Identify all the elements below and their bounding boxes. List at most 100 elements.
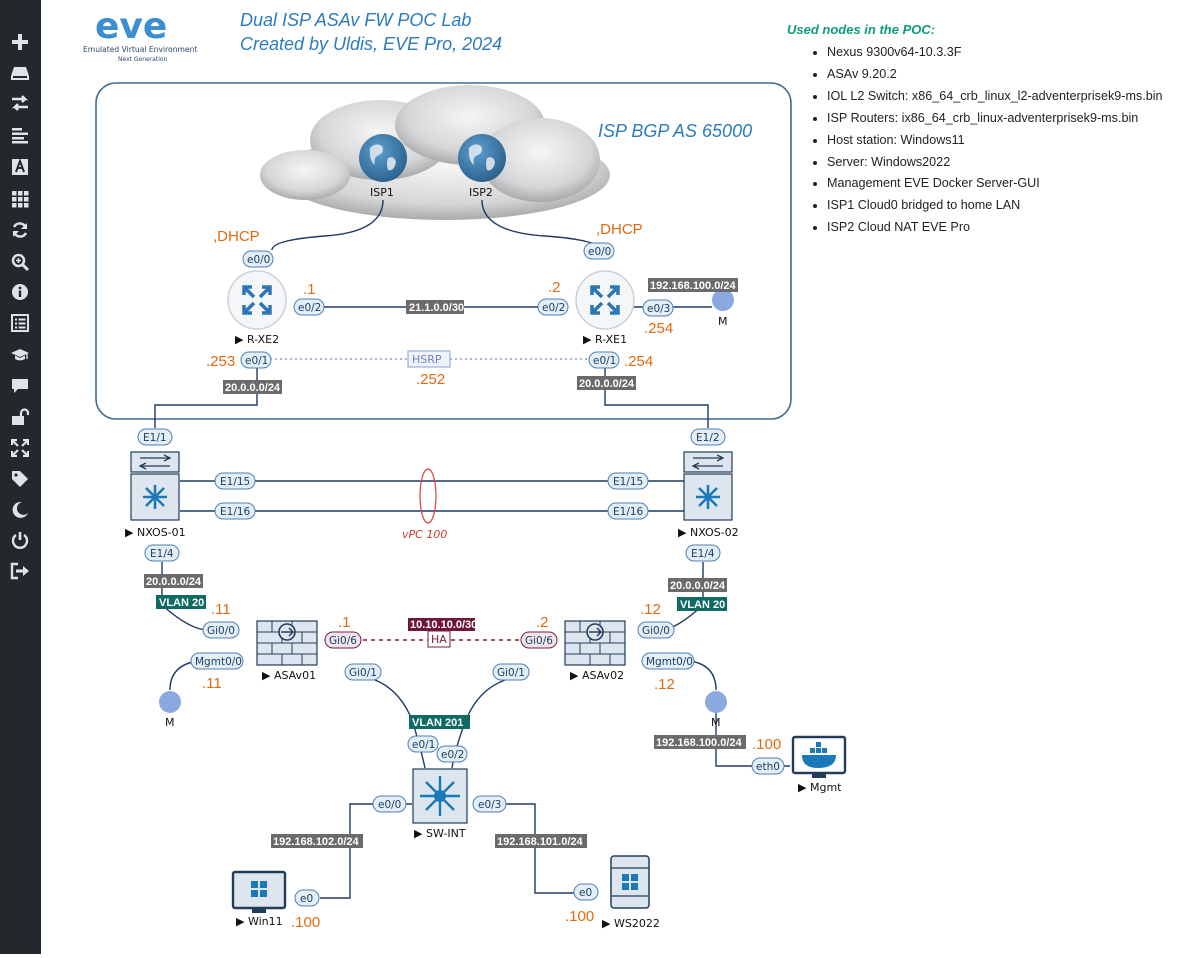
m-label: M — [718, 315, 728, 328]
svg-text:e0/0: e0/0 — [247, 254, 270, 266]
port-pill[interactable]: E1/16 — [214, 502, 256, 520]
port-pill[interactable]: e0/3 — [472, 795, 507, 813]
ha-tag[interactable]: HA — [427, 630, 451, 648]
port-pill[interactable]: e0/2 — [537, 298, 569, 316]
nxos-01-node[interactable]: ▶ NXOS-01 — [125, 451, 186, 539]
m-node-asav01[interactable]: M — [159, 691, 181, 729]
r-xe1-label: ▶ R-XE1 — [583, 333, 627, 346]
port-pill[interactable]: E1/1 — [137, 428, 173, 446]
chat-icon[interactable] — [6, 373, 34, 399]
link-isp1-rxe2 — [271, 199, 384, 251]
r-xe2-node[interactable]: ▶ R-XE2 — [227, 270, 287, 346]
port-pill[interactable]: e0/0 — [242, 250, 274, 268]
isp-cloud — [260, 85, 610, 220]
m-node-rxe1[interactable]: M — [712, 289, 734, 328]
port-pill[interactable]: E1/15 — [214, 472, 256, 490]
port-pill[interactable]: Gi0/1 — [344, 663, 382, 681]
svg-text:E1/2: E1/2 — [696, 432, 720, 444]
port-pill[interactable]: e0/1 — [240, 351, 272, 369]
svg-text:E1/15: E1/15 — [613, 476, 643, 488]
education-icon[interactable] — [6, 342, 34, 368]
dark-mode-icon[interactable] — [6, 497, 34, 523]
unlock-icon[interactable] — [6, 404, 34, 430]
router-icon — [590, 285, 620, 315]
port-pill[interactable]: e0/3 — [642, 299, 674, 317]
port-pill[interactable]: E1/15 — [607, 472, 649, 490]
nxos-02-node[interactable]: ▶ NXOS-02 — [678, 451, 739, 539]
link-nxos02-asav02 — [659, 562, 704, 631]
svg-text:20.0.0.0/24: 20.0.0.0/24 — [579, 378, 635, 390]
asav01-node[interactable]: ▶ ASAv01 — [256, 620, 318, 682]
svg-text:E1/4: E1/4 — [691, 548, 715, 560]
used-node-item: Management EVE Docker Server-GUI — [827, 173, 1187, 195]
port-pill[interactable]: e0 — [294, 889, 320, 907]
text-icon[interactable] — [6, 154, 34, 180]
svg-text:192.168.100.0/24: 192.168.100.0/24 — [656, 737, 743, 749]
info-icon[interactable] — [6, 279, 34, 305]
r-xe1-node[interactable]: ▶ R-XE1 — [575, 270, 635, 346]
svg-text:VLAN 20: VLAN 20 — [680, 599, 725, 611]
globe-icon — [458, 134, 506, 182]
logo-text: eve — [95, 6, 167, 47]
used-node-item: ISP2 Cloud NAT EVE Pro — [827, 217, 1187, 239]
power-icon[interactable] — [6, 527, 34, 553]
m-node-asav02[interactable]: M — [705, 691, 727, 729]
asav02-node[interactable]: ▶ ASAv02 — [564, 620, 626, 682]
sw-int-node[interactable]: ▶ SW-INT — [412, 768, 468, 840]
win11-label: ▶ Win11 — [236, 915, 283, 928]
port-pill[interactable]: Gi0/0 — [202, 621, 240, 639]
port-pill[interactable]: Gi0/6 — [324, 631, 362, 649]
port-pill[interactable]: E1/4 — [685, 544, 721, 562]
svg-text:E1/4: E1/4 — [150, 548, 174, 560]
networks-icon[interactable] — [6, 90, 34, 116]
svg-text:E1/16: E1/16 — [220, 506, 251, 518]
topology-canvas[interactable]: eve Emulated Virtual Environment Next Ge… — [41, 0, 1200, 954]
port-pill[interactable]: Gi0/6 — [520, 631, 558, 649]
port-pill[interactable]: eth0 — [751, 757, 785, 775]
port-pill[interactable]: E1/2 — [690, 428, 726, 446]
svg-text:e0: e0 — [579, 887, 592, 899]
port-pill[interactable]: e0 — [573, 883, 599, 901]
nodes-icon[interactable] — [6, 60, 34, 86]
hsrp-tag[interactable]: HSRP — [407, 350, 451, 368]
used-node-item: ISP1 Cloud0 bridged to home LAN — [827, 195, 1187, 217]
m-label: M — [711, 716, 721, 729]
isp1-node[interactable]: ISP1 — [359, 134, 407, 199]
port-labels: e0/0 e0/2 e0/1 e0/0 e0/2 e0/3 e0/1 E1/1 … — [137, 242, 785, 907]
zoom-icon[interactable] — [6, 249, 34, 275]
logo-tagline: Emulated Virtual Environment — [83, 45, 197, 54]
svg-text:e0/2: e0/2 — [298, 302, 321, 314]
svg-text:.252: .252 — [416, 371, 445, 388]
add-icon[interactable] — [6, 29, 34, 55]
fullscreen-icon[interactable] — [6, 435, 34, 461]
port-pill[interactable]: e0/1 — [588, 351, 620, 369]
mgmt-docker-node[interactable]: ▶ Mgmt — [791, 735, 847, 794]
port-pill[interactable]: Gi0/0 — [637, 621, 675, 639]
ws2022-node[interactable]: ▶ WS2022 — [602, 855, 660, 930]
tag-icon[interactable] — [6, 466, 34, 492]
logout-icon[interactable] — [6, 558, 34, 584]
port-pill[interactable]: e0/0 — [372, 795, 407, 813]
network-label-left-20b: 20.0.0.0/24 — [144, 574, 203, 588]
port-pill[interactable]: Gi0/1 — [492, 663, 530, 681]
win11-node[interactable]: ▶ Win11 — [231, 870, 287, 928]
svg-text:E1/16: E1/16 — [613, 506, 644, 518]
isp2-node[interactable]: ISP2 — [458, 134, 506, 199]
svg-text:.253: .253 — [206, 353, 235, 370]
port-pill[interactable]: e0/1 — [407, 735, 439, 753]
svg-text:10.10.10.0/30: 10.10.10.0/30 — [410, 619, 477, 631]
port-pill[interactable]: E1/4 — [144, 544, 180, 562]
used-node-item: ASAv 9.20.2 — [827, 64, 1187, 86]
port-pill[interactable]: e0/0 — [583, 242, 615, 260]
lab-grid-icon[interactable] — [6, 186, 34, 212]
startup-configs-icon[interactable] — [6, 122, 34, 148]
port-pill[interactable]: e0/2 — [293, 298, 325, 316]
port-pill[interactable]: Mgmt0/0 — [641, 652, 695, 670]
list-icon[interactable] — [6, 310, 34, 336]
nexus-icon — [696, 485, 720, 509]
port-pill[interactable]: Mgmt0/0 — [190, 652, 244, 670]
refresh-icon[interactable] — [6, 217, 34, 243]
svg-text:192.168.102.0/24: 192.168.102.0/24 — [273, 836, 360, 848]
port-pill[interactable]: e0/2 — [436, 745, 468, 763]
port-pill[interactable]: E1/16 — [607, 502, 649, 520]
